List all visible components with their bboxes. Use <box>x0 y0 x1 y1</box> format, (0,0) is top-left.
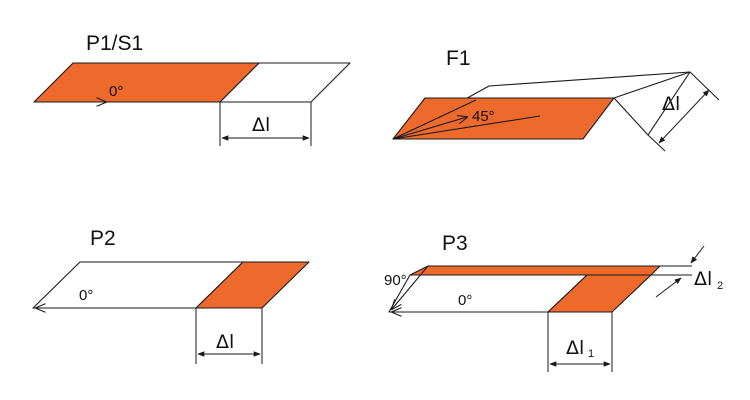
extension-line-b <box>689 71 720 101</box>
dimension-arrow-2-top <box>690 245 705 264</box>
panel-title-f1: F1 <box>446 47 471 70</box>
angle-arrow-90 <box>392 265 429 309</box>
dimension-label-1: Δl <box>566 337 584 359</box>
panel-p2: P2 0° Δl <box>32 227 310 364</box>
angle-label: 0° <box>109 83 123 100</box>
extension-line-a <box>647 134 666 152</box>
dimension-label: Δl <box>216 331 234 353</box>
cut-piece <box>33 62 260 103</box>
angle-label-0: 0° <box>458 292 472 309</box>
cut-piece <box>392 97 615 140</box>
angle-label: 0° <box>79 287 93 304</box>
panel-title-p2: P2 <box>90 227 116 250</box>
cut-piece <box>195 261 310 309</box>
angle-label: 45° <box>472 108 495 125</box>
dimension-label: Δl <box>662 93 680 115</box>
panel-title-p3: P3 <box>442 232 468 255</box>
stock-ridge <box>613 71 691 99</box>
upper-cut-strip <box>409 265 661 276</box>
dimension-label-2-subscript: 2 <box>717 280 723 292</box>
angle-label-90: 90° <box>384 272 407 289</box>
angle-arrow-45 <box>392 117 467 140</box>
dimension-arrow-2-bottom <box>655 277 682 298</box>
panel-f1: F1 45° Δl <box>392 47 720 152</box>
panel-title-p1s1: P1/S1 <box>86 32 143 55</box>
fan-line-a <box>392 99 477 140</box>
panel-p3: P3 0° 90° Δl 1 Δl 2 <box>384 232 723 372</box>
dimension-arrow <box>658 89 710 144</box>
dimension-label-2: Δl <box>694 268 712 290</box>
dimension-label: Δl <box>252 114 270 136</box>
panel-p1s1: P1/S1 0° Δl <box>33 32 351 146</box>
dimension-label-1-subscript: 1 <box>588 348 594 360</box>
fan-line-b <box>392 115 541 140</box>
